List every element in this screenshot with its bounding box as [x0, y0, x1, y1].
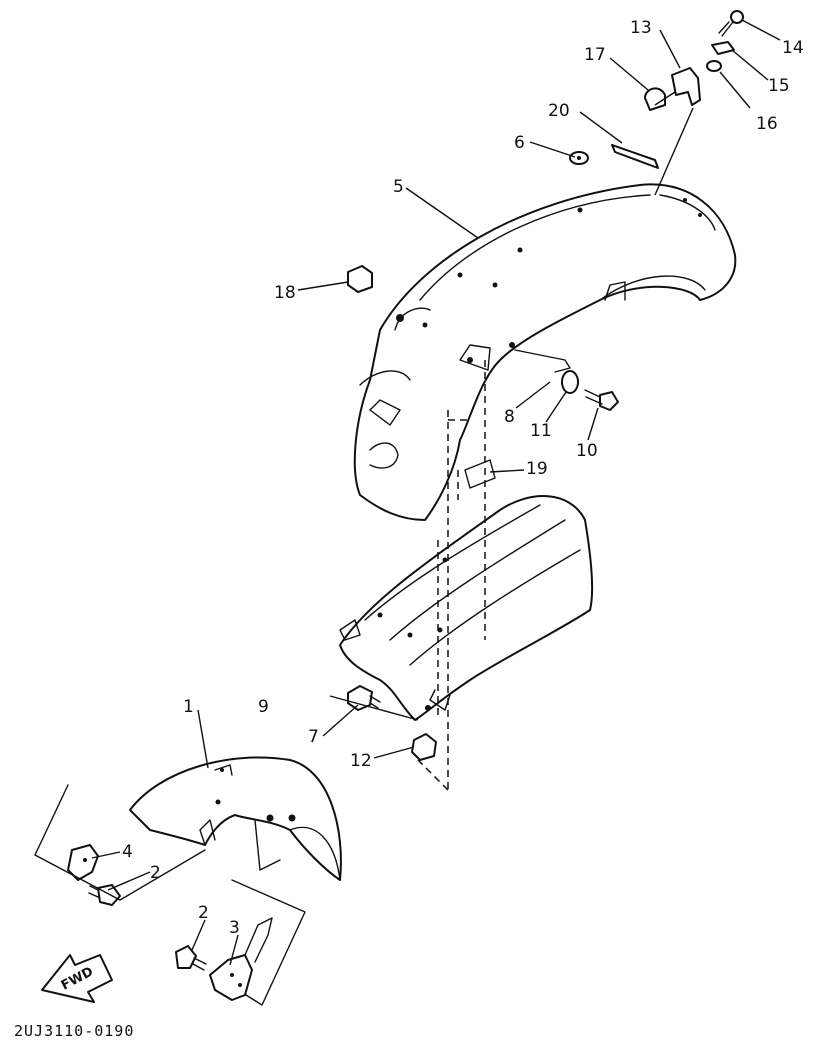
callout-11: 11 — [530, 421, 552, 441]
reflector-plate-20 — [611, 144, 659, 169]
bracket-4 — [67, 844, 99, 881]
callout-13: 13 — [630, 18, 652, 38]
fwd-arrow-icon: FWD — [41, 954, 113, 1003]
collar-11 — [561, 370, 579, 394]
bracket-3 — [209, 917, 273, 1001]
callout-3: 3 — [229, 918, 240, 938]
bolt-2-right — [175, 945, 207, 971]
detail-frame-left — [34, 784, 206, 901]
rear-fender — [353, 183, 737, 521]
callout-20: 20 — [548, 101, 570, 121]
callout-12: 12 — [350, 751, 372, 771]
callout-1: 1 — [183, 697, 194, 717]
detail-frame-right — [231, 879, 306, 1006]
callout-labels: 1 2 2 3 4 5 6 7 8 9 10 11 12 13 14 15 16… — [122, 18, 804, 938]
cap-nut-17 — [644, 87, 666, 111]
callout-18: 18 — [274, 283, 296, 303]
callout-8: 8 — [504, 407, 515, 427]
bolt-7 — [347, 685, 381, 711]
drawing-code: 2UJ3110-0190 — [14, 1022, 134, 1040]
washer-15 — [711, 41, 735, 55]
callout-7: 7 — [308, 727, 319, 747]
callout-5: 5 — [393, 177, 404, 197]
callout-19: 19 — [526, 459, 548, 479]
assembly-lines — [417, 91, 694, 791]
callout-10: 10 — [576, 441, 598, 461]
callout-6: 6 — [514, 133, 525, 153]
callout-2-right: 2 — [198, 903, 209, 923]
damper-19 — [464, 459, 496, 489]
bolt-10 — [584, 389, 619, 411]
front-fender — [129, 756, 342, 881]
callout-4: 4 — [122, 842, 133, 862]
bolt-2-left — [88, 884, 121, 906]
callout-16: 16 — [756, 114, 778, 134]
callout-17: 17 — [584, 45, 606, 65]
nut-12 — [411, 733, 437, 761]
nut-18 — [347, 265, 373, 293]
callout-2-left: 2 — [150, 863, 161, 883]
callout-14: 14 — [782, 38, 804, 58]
leader-lines — [91, 19, 781, 966]
bracket-8 — [514, 349, 571, 373]
callout-15: 15 — [768, 76, 790, 96]
washer-16 — [706, 60, 722, 72]
callout-9: 9 — [258, 697, 269, 717]
bolt-14 — [718, 10, 744, 37]
stay-13 — [671, 67, 701, 106]
inner-fender — [339, 495, 594, 721]
washer-6 — [569, 151, 589, 165]
